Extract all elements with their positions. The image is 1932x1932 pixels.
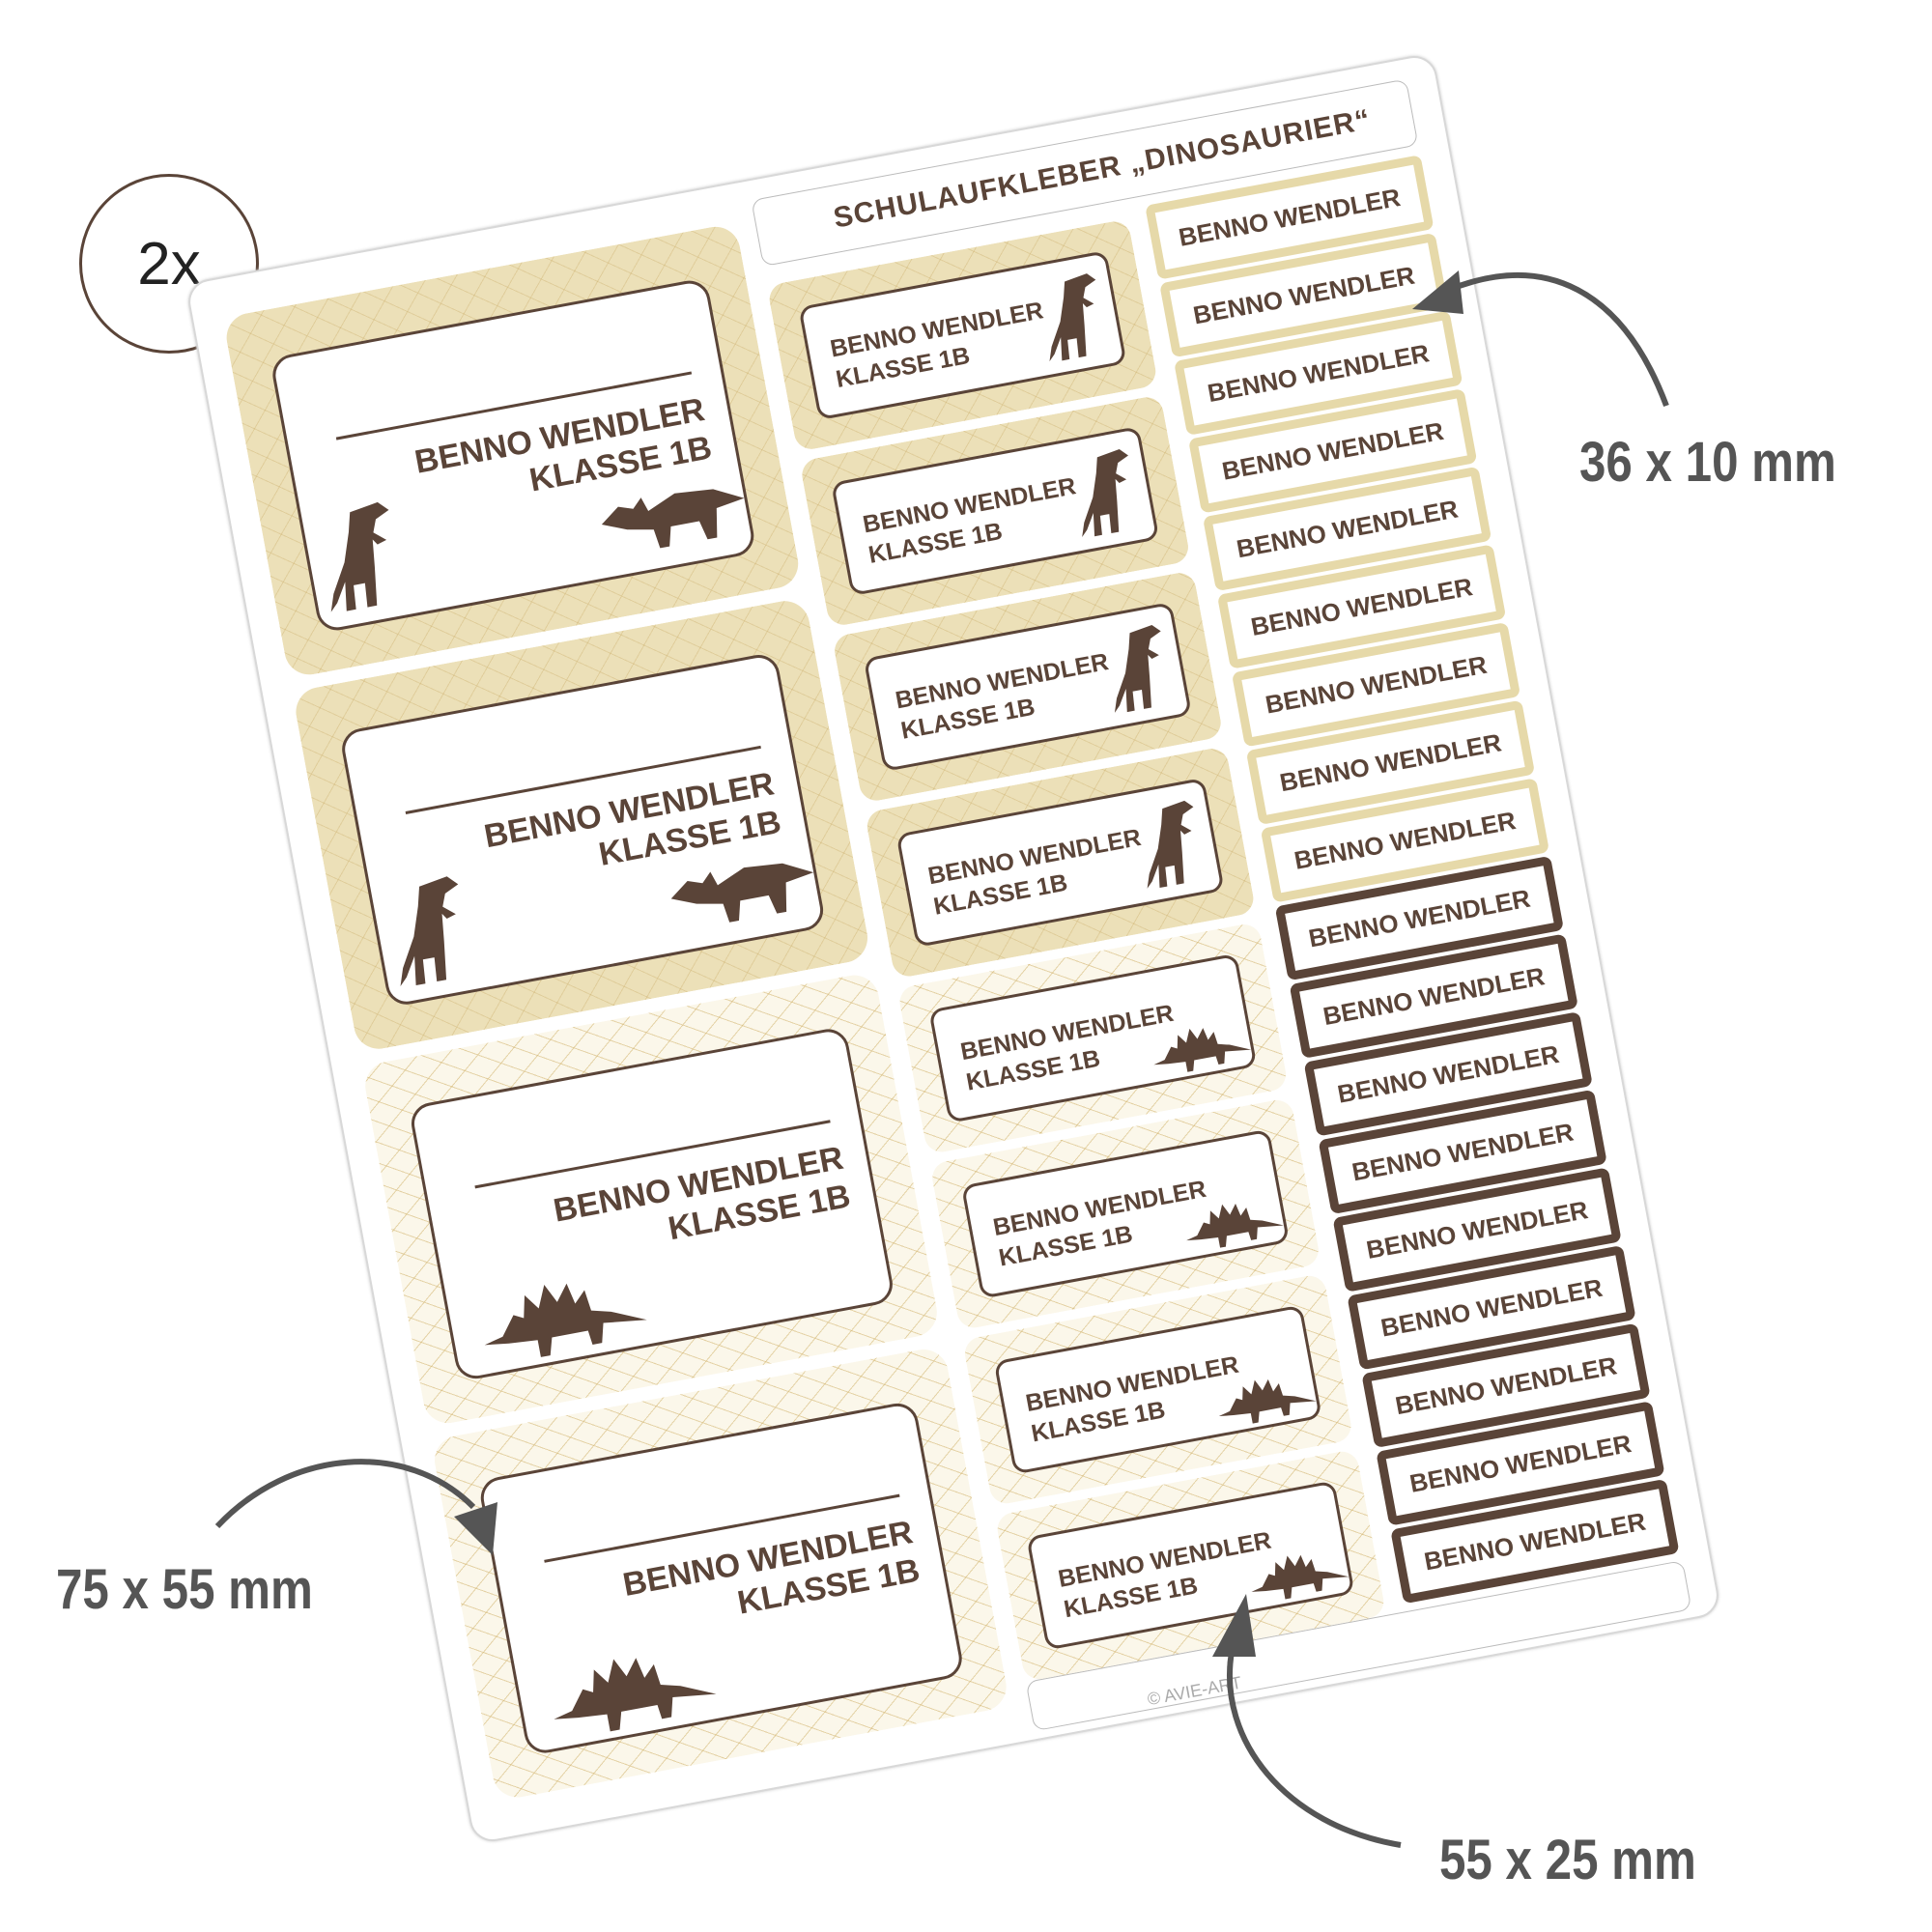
arrow-large-head (454, 1502, 497, 1555)
trex-icon (1114, 624, 1161, 713)
stegosaurus-icon (1186, 1204, 1284, 1248)
sticker-sheet: SCHULAUFKLEBER „DINOSAURIER“ © AVIE-ART … (185, 52, 1722, 1845)
trex-icon (400, 876, 459, 986)
stegosaurus-icon (554, 1658, 717, 1732)
dimension-medium: 55 x 25 mm (1439, 1829, 1696, 1891)
triceratops-icon (670, 863, 814, 923)
arrow-medium-head (1212, 1594, 1256, 1657)
trex-icon (1147, 800, 1194, 889)
arrow-small-head (1412, 270, 1463, 314)
quantity-badge: 2x (79, 174, 259, 354)
stegosaurus-icon (1251, 1554, 1350, 1600)
trex-icon (1082, 449, 1128, 537)
stegosaurus-icon (1218, 1378, 1317, 1424)
dimension-small: 36 x 10 mm (1579, 431, 1836, 494)
triceratops-icon (601, 489, 745, 549)
trex-icon (1049, 273, 1096, 362)
arrow-medium (1227, 1651, 1402, 1848)
stegosaurus-icon (1153, 1028, 1252, 1072)
dimension-large: 75 x 55 mm (56, 1558, 313, 1621)
stegosaurus-icon (484, 1283, 647, 1357)
quantity-text: 2x (137, 230, 201, 298)
arrow-large (214, 1459, 476, 1529)
arrow-small (1447, 272, 1669, 408)
trex-icon (330, 501, 389, 612)
